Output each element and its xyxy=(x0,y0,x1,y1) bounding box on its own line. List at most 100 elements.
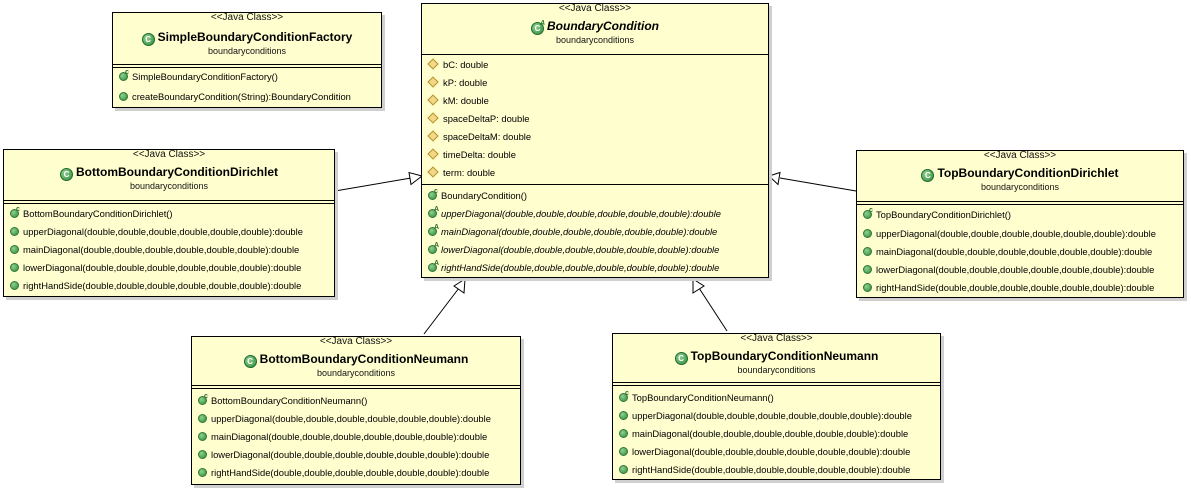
class-icon: C xyxy=(243,355,257,368)
public-method-icon xyxy=(619,465,628,474)
stereotype-label: <<Java Class>> xyxy=(558,3,632,14)
abstract-method-icon: A xyxy=(428,224,439,236)
method-row[interactable]: lowerDiagonal(double,double,double,doubl… xyxy=(10,262,301,274)
field-row[interactable]: term: double xyxy=(427,166,495,179)
class-name: TopBoundaryConditionDirichlet xyxy=(937,166,1119,180)
method-signature: rightHandSide(double,double,double,doubl… xyxy=(441,262,720,273)
method-row[interactable]: upperDiagonal(double,double,double,doubl… xyxy=(619,410,912,422)
compartment-divider xyxy=(4,200,334,204)
compartment-divider xyxy=(422,54,768,55)
public-method-icon xyxy=(863,265,872,274)
method-signature: BottomBoundaryConditionDirichlet() xyxy=(23,208,173,219)
protected-field-icon xyxy=(427,58,439,70)
field-signature: kM: double xyxy=(443,95,489,106)
compartment-divider xyxy=(422,184,768,185)
method-signature: SimpleBoundaryConditionFactory() xyxy=(132,71,278,82)
public-method-icon xyxy=(619,429,628,438)
stereotype-label: <<Java Class>> xyxy=(210,12,284,23)
package-label: boundaryconditions xyxy=(207,46,287,56)
field-signature: spaceDeltaM: double xyxy=(443,131,532,142)
method-signature: lowerDiagonal(double,double,double,doubl… xyxy=(23,262,302,273)
public-method-icon xyxy=(198,450,207,459)
protected-field-icon xyxy=(427,148,439,160)
public-method-icon xyxy=(119,92,128,101)
class-icon: C xyxy=(674,352,688,365)
abstract-method-icon: A xyxy=(428,260,439,272)
method-signature: mainDiagonal(double,double,double,double… xyxy=(876,246,1153,257)
field-row[interactable]: spaceDeltaP: double xyxy=(427,112,530,125)
class-bottom-boundary-condition-dirichlet[interactable]: <<Java Class>> C BottomBoundaryConditionD… xyxy=(3,149,335,297)
field-row[interactable]: timeDelta: double xyxy=(427,148,516,161)
field-row[interactable]: kP: double xyxy=(427,76,487,89)
class-icon: C xyxy=(921,169,935,182)
public-method-icon xyxy=(198,432,207,441)
method-row[interactable]: rightHandSide(double,double,double,doubl… xyxy=(10,280,301,292)
method-row[interactable]: lowerDiagonal(double,double,double,doubl… xyxy=(198,449,489,461)
method-row[interactable]: lowerDiagonal(double,double,double,doubl… xyxy=(619,446,910,458)
method-row[interactable]: mainDiagonal(double,double,double,double… xyxy=(863,246,1152,258)
public-method-icon xyxy=(863,229,872,238)
method-row[interactable]: rightHandSide(double,double,double,doubl… xyxy=(198,467,489,479)
inheritance-arrowhead xyxy=(453,278,466,294)
method-signature: mainDiagonal(double,double,double,double… xyxy=(23,244,300,255)
method-row[interactable]: upperDiagonal(double,double,double,doubl… xyxy=(863,228,1156,240)
link-top-dirichlet-to-boundary xyxy=(779,177,857,192)
compartment-divider xyxy=(613,382,940,386)
compartment-divider xyxy=(113,64,381,68)
method-row[interactable]: mainDiagonal(double,double,double,double… xyxy=(10,244,299,256)
field-row[interactable]: kM: double xyxy=(427,94,489,107)
method-row[interactable]: upperDiagonal(double,double,double,doubl… xyxy=(198,413,491,425)
protected-field-icon xyxy=(427,94,439,106)
class-simple-boundary-condition-factory[interactable]: <<Java Class>> C SimpleBoundaryConditionF… xyxy=(112,12,382,108)
method-signature: upperDiagonal(double,double,double,doubl… xyxy=(632,410,912,421)
method-signature: TopBoundaryConditionNeumann() xyxy=(632,392,774,403)
method-row[interactable]: rightHandSide(double,double,double,doubl… xyxy=(619,464,910,476)
method-signature: upperDiagonal(double,double,double,doubl… xyxy=(441,208,721,219)
constructor-icon: c xyxy=(863,207,873,219)
inheritance-arrowhead xyxy=(408,171,424,186)
constructor-icon: c xyxy=(428,188,438,200)
protected-field-icon xyxy=(427,76,439,88)
method-row[interactable]: lowerDiagonal(double,double,double,doubl… xyxy=(863,264,1154,276)
public-method-icon xyxy=(863,283,872,292)
public-method-icon xyxy=(619,411,628,420)
field-row[interactable]: spaceDeltaM: double xyxy=(427,130,532,143)
method-row[interactable]: mainDiagonal(double,double,double,double… xyxy=(619,428,908,440)
package-label: boundaryconditions xyxy=(980,182,1060,192)
class-icon: C xyxy=(141,33,155,46)
method-row[interactable]: mainDiagonal(double,double,double,double… xyxy=(198,431,487,443)
method-signature: upperDiagonal(double,double,double,doubl… xyxy=(876,228,1156,239)
public-method-icon xyxy=(863,247,872,256)
method-signature: mainDiagonal(double,double,double,double… xyxy=(441,226,718,237)
package-label: boundaryconditions xyxy=(316,368,396,378)
method-signature: rightHandSide(double,double,double,doubl… xyxy=(632,464,911,475)
stereotype-label: <<Java Class>> xyxy=(132,149,206,160)
stereotype-label: <<Java Class>> xyxy=(983,150,1057,161)
method-row[interactable]: rightHandSide(double,double,double,doubl… xyxy=(863,282,1154,294)
public-method-icon xyxy=(10,281,19,290)
method-row[interactable]: upperDiagonal(double,double,double,doubl… xyxy=(10,226,303,238)
method-row[interactable]: createBoundaryCondition(String):Boundary… xyxy=(119,91,351,103)
field-row[interactable]: bC: double xyxy=(427,58,488,71)
method-signature: BoundaryCondition() xyxy=(441,190,527,201)
method-signature: lowerDiagonal(double,double,double,doubl… xyxy=(441,244,720,255)
public-method-icon xyxy=(10,263,19,272)
class-icon: C xyxy=(60,168,73,181)
class-name: BottomBoundaryConditionNeumann xyxy=(259,352,469,366)
method-signature: lowerDiagonal(double,double,double,doubl… xyxy=(876,264,1155,275)
